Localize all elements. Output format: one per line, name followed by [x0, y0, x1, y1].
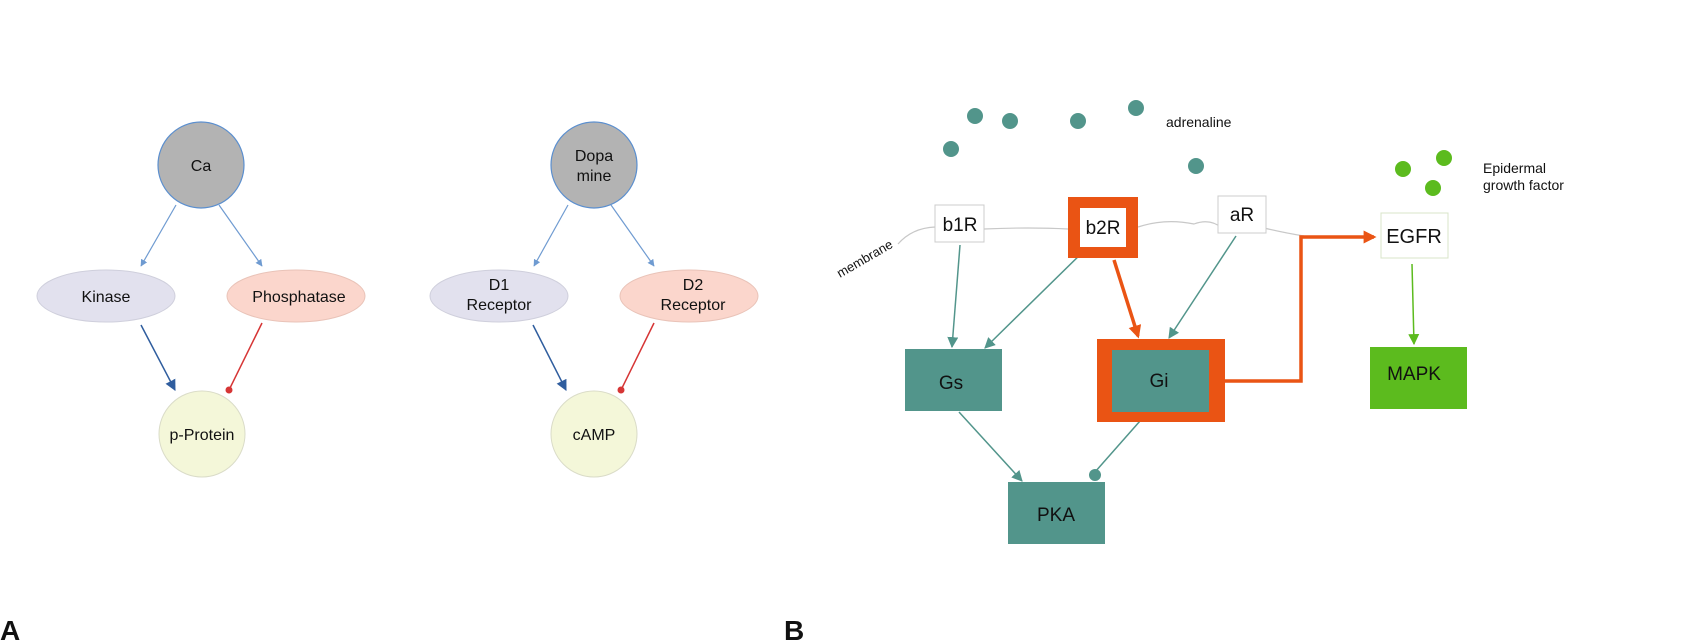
node-gs — [905, 349, 1002, 411]
node-ar-label: aR — [1230, 205, 1254, 226]
egf-label-2: growth factor — [1483, 177, 1564, 193]
edge-egfr-mapk — [1408, 263, 1420, 346]
node-pprotein-label: p-Protein — [170, 427, 235, 444]
node-d2-label-2: Receptor — [661, 297, 727, 314]
node-phosphatase — [226, 269, 366, 323]
adrenaline-molecule — [1128, 100, 1144, 116]
edge-d1-camp — [532, 324, 567, 391]
egf-molecule — [1436, 150, 1452, 166]
edge-dopamine-d2 — [610, 204, 655, 267]
panel-a-left: Ca Kinase Phosphatase p-Protein — [36, 121, 366, 478]
node-d1-receptor — [429, 269, 569, 323]
edge-b1r-gs — [947, 244, 961, 349]
node-ca-label: Ca — [191, 158, 212, 175]
node-gi-inner — [1112, 350, 1209, 412]
edge-b2r-gi — [1112, 259, 1142, 339]
panel-label-b: B — [784, 615, 804, 644]
adrenaline-molecule — [1002, 113, 1018, 129]
edge-gi-egfr — [1225, 230, 1377, 383]
node-kinase-label: Kinase — [82, 289, 131, 306]
node-mapk — [1370, 347, 1467, 409]
node-egfr-label: EGFR — [1386, 226, 1442, 248]
node-pka-label: PKA — [1037, 505, 1075, 526]
node-d2-receptor — [619, 269, 759, 323]
inhibit-phosphatase-pprotein — [229, 322, 263, 389]
node-dopamine — [550, 121, 638, 209]
inhibit-dot — [617, 386, 625, 394]
node-d2-label-1: D2 — [683, 277, 704, 294]
node-b2r-inner — [1080, 208, 1126, 247]
node-ca — [157, 121, 245, 209]
node-b2r-label: b2R — [1086, 218, 1121, 239]
inhibit-dot — [1089, 469, 1101, 481]
node-kinase — [36, 269, 176, 323]
node-ar — [1217, 195, 1267, 234]
node-camp — [550, 390, 638, 478]
node-phosphatase-label: Phosphatase — [252, 289, 346, 306]
node-d1-label-1: D1 — [489, 277, 510, 294]
panel-b: adrenaline Epidermal growth factor membr… — [834, 100, 1564, 544]
membrane-label: membrane — [834, 237, 895, 281]
edge-dopamine-d1 — [533, 204, 569, 267]
adrenaline-molecule — [1070, 113, 1086, 129]
node-d1-label-2: Receptor — [467, 297, 533, 314]
panel-a-right: Dopa mine D1 Receptor D2 Receptor cAMP — [429, 121, 759, 478]
node-pka — [1008, 482, 1105, 544]
adrenaline-molecule — [1188, 158, 1204, 174]
inhibit-dot — [225, 386, 233, 394]
edge-ca-phosphatase — [218, 204, 263, 267]
node-egfr — [1380, 212, 1449, 259]
adrenaline-molecule — [943, 141, 959, 157]
edge-ar-gi — [1168, 235, 1237, 339]
edge-gs-pka — [958, 411, 1023, 482]
inhibit-gi-pka — [1094, 420, 1141, 473]
egf-label-1: Epidermal — [1483, 160, 1546, 176]
inhibit-d2-camp — [621, 322, 655, 389]
node-b1r — [934, 204, 985, 243]
membrane-line — [897, 221, 1305, 245]
edge-kinase-pprotein — [140, 324, 176, 391]
node-pprotein — [158, 390, 246, 478]
node-dopamine-label-1: Dopa — [575, 148, 613, 165]
node-camp-label: cAMP — [573, 427, 616, 444]
node-mapk-label: MAPK — [1387, 364, 1441, 385]
node-gs-label: Gs — [939, 373, 963, 394]
adrenaline-molecule — [967, 108, 983, 124]
egf-molecule — [1425, 180, 1441, 196]
node-b1r-label: b1R — [943, 215, 978, 236]
edge-ca-kinase — [140, 204, 177, 267]
adrenaline-label: adrenaline — [1166, 114, 1232, 130]
panel-label-a: A — [0, 615, 20, 644]
node-gi-label: Gi — [1150, 371, 1169, 392]
node-dopamine-label-2: mine — [577, 168, 612, 185]
edge-b2r-gs — [984, 244, 1091, 349]
egf-molecule — [1395, 161, 1411, 177]
